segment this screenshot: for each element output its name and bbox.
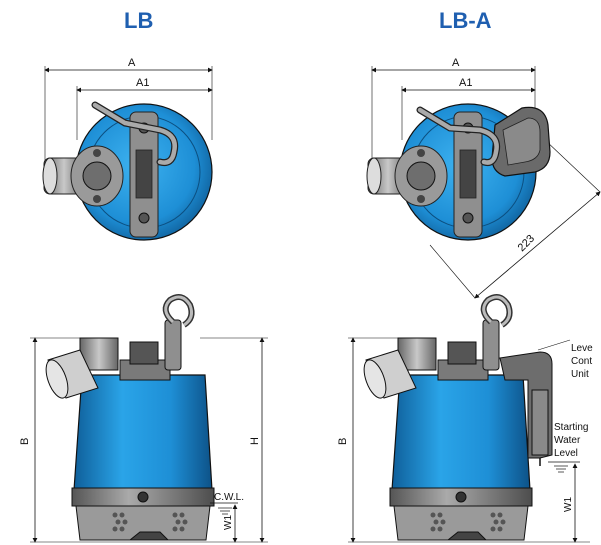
dim-a1-label: A1 bbox=[136, 77, 149, 89]
dim-223-label: 223 bbox=[516, 233, 537, 254]
dim-223-line bbox=[474, 191, 601, 299]
lcu-label-3: Unit bbox=[571, 369, 589, 380]
dim-w1-label-lba: W1 bbox=[563, 497, 574, 512]
swl-label-1: Starting bbox=[554, 422, 588, 433]
lcu-label-1: Leve bbox=[571, 343, 593, 354]
swl-label-2: Water bbox=[554, 435, 581, 446]
swl-label-3: Level bbox=[554, 448, 578, 459]
dim-b-label-lba: B bbox=[337, 438, 349, 445]
lifting-handle bbox=[164, 295, 193, 327]
dim-b-label: B bbox=[19, 438, 31, 445]
dim-w1-label: W1 bbox=[223, 515, 234, 530]
lb-top-view: A A1 bbox=[42, 57, 213, 241]
dim-h-label: H bbox=[249, 437, 261, 445]
lb-title: LB bbox=[124, 8, 154, 33]
pump-body-side-lba bbox=[391, 374, 531, 491]
cwl-label: C.W.L. bbox=[214, 492, 244, 503]
dim-a-label-lba: A bbox=[452, 57, 460, 69]
lcu-label-2: Cont bbox=[571, 356, 592, 367]
lb-side-view: B H C.W.L. W1 bbox=[19, 293, 268, 543]
dim-a1-label-lba: A1 bbox=[459, 77, 472, 89]
cable bbox=[92, 102, 177, 165]
dim-a-label: A bbox=[128, 57, 136, 69]
lba-title: LB-A bbox=[439, 8, 492, 33]
lba-side-view: B Leve Cont Unit Starting Water Level bbox=[337, 293, 593, 543]
lba-top-view: A A1 223 bbox=[366, 57, 601, 299]
pump-body-side bbox=[73, 374, 213, 491]
